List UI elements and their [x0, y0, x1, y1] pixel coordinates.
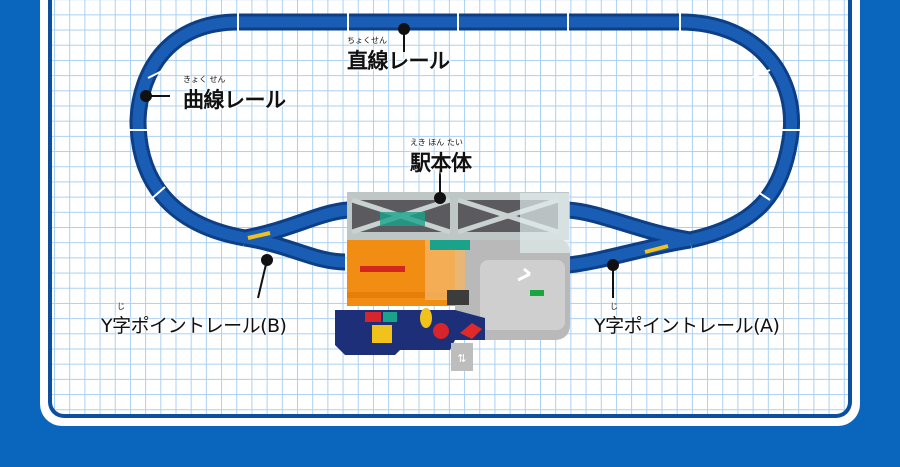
ruby: じ [610, 302, 618, 311]
arrows-icon: ⇅ [457, 352, 466, 365]
label-straight-rail: ちょくせん 直線レール [347, 36, 450, 75]
label-text: 直線レール [347, 49, 450, 73]
ruby: ちょくせん [347, 36, 387, 45]
label-curve-rail: きょく せん 曲線レール [183, 75, 286, 114]
callout-lines [140, 23, 619, 299]
label-text: 駅本体 [410, 151, 472, 175]
station-body: ⇅ [335, 192, 570, 371]
ruby: きょく せん [183, 75, 226, 84]
label-station-body: えき ほん たい 駅本体 [410, 138, 472, 177]
label-text: 曲線レール [183, 88, 286, 112]
label-text: Y字ポイントレール(B) [101, 315, 287, 337]
label-text: Y字ポイントレール(A) [594, 315, 780, 337]
ruby: じ [117, 302, 125, 311]
label-y-point-rail-b: じ Y字ポイントレール(B) [101, 302, 287, 338]
ruby: えき ほん たい [410, 138, 463, 147]
label-y-point-rail-a: じ Y字ポイントレール(A) [594, 302, 780, 338]
station-connector [451, 343, 473, 371]
